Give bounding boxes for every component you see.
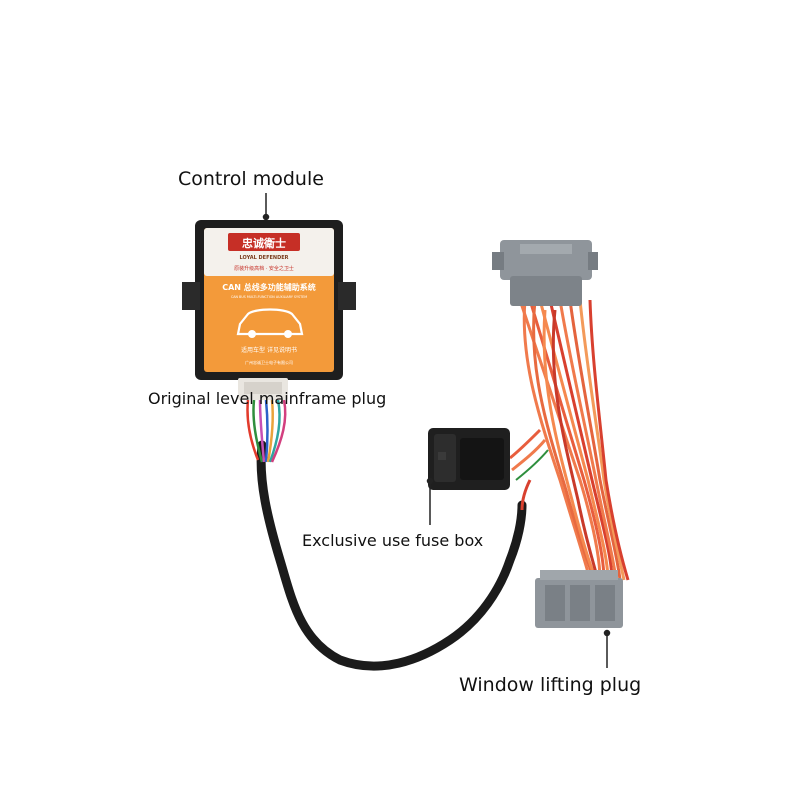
- mainframe-plug-wires: [246, 399, 287, 463]
- module-model-note: 适用车型 详见说明书: [241, 346, 297, 354]
- orange-wire-bundle: [509, 299, 630, 581]
- module-maker: 广州忠诚卫士电子有限公司: [245, 359, 293, 365]
- callout-lines: [262, 193, 611, 668]
- car-icon: [236, 308, 304, 338]
- window-plug-label: Window lifting plug: [459, 674, 642, 696]
- top-connector: [492, 240, 598, 306]
- black-sheathed-cable: [256, 440, 527, 671]
- window-lifting-plug: [535, 570, 623, 628]
- fuse-box: [428, 428, 510, 490]
- control-module-label: Control module: [178, 168, 324, 190]
- module-product-line: CAN 总线多功能辅助系统: [222, 282, 316, 292]
- module-brand-cn: 忠诚衛士: [242, 236, 286, 250]
- fuse-box-label: Exclusive use fuse box: [302, 531, 484, 550]
- module-slogan: 原装升级高档 · 安全之卫士: [234, 265, 294, 272]
- mainframe-plug-label: Original level mainframe plug: [148, 389, 387, 408]
- control-module: 忠诚衛士 LOYAL DEFENDER 原装升级高档 · 安全之卫士 CAN 总…: [182, 220, 356, 400]
- module-product-line-sub: CAN BUS MULTI-FUNCTION AUXILIARY SYSTEM: [231, 295, 307, 299]
- module-brand-en: LOYAL DEFENDER: [239, 255, 288, 261]
